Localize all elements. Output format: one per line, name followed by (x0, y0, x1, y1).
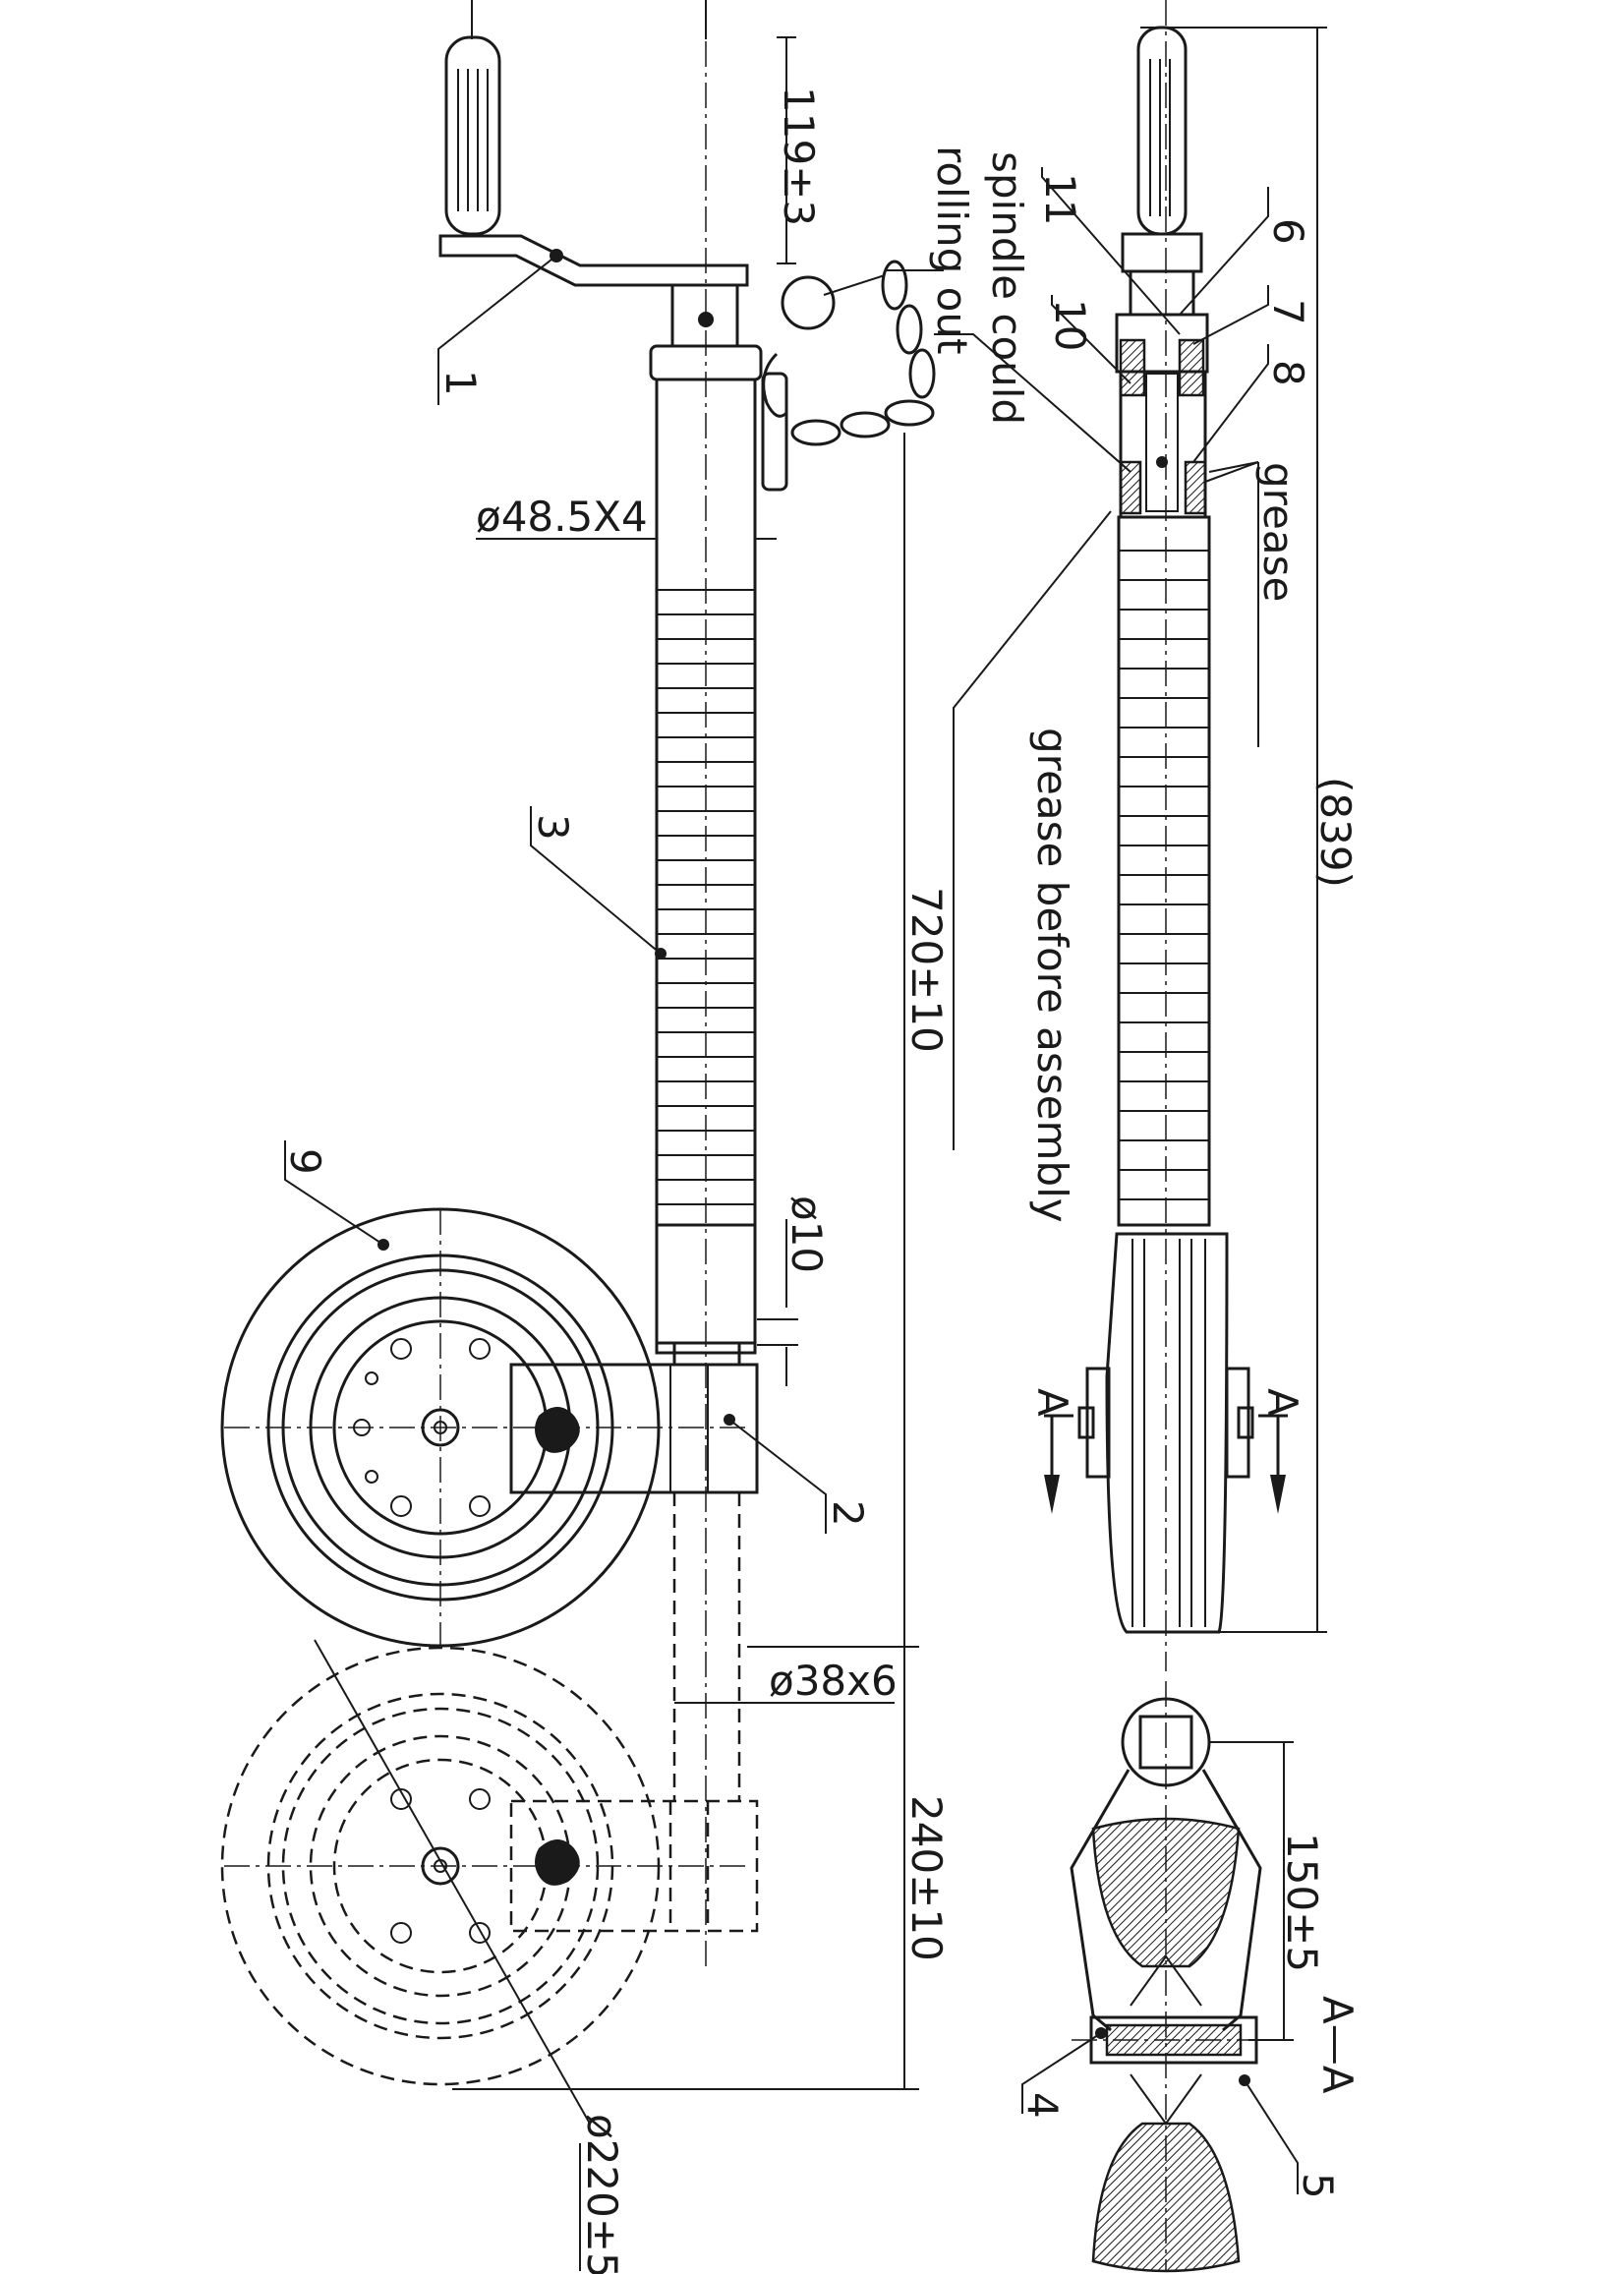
part-11: 11 (1036, 173, 1084, 225)
wheel-lowered (220, 1492, 759, 2086)
front-tube (1117, 515, 1211, 1227)
dim-wheel-diameter: ø220±5 (578, 2114, 626, 2274)
section-label: A—A (1313, 1996, 1362, 2094)
section-a-a (1021, 1681, 1299, 2273)
part-8: 8 (1264, 360, 1312, 386)
dim-inner-tube: ø38x6 (769, 1657, 898, 1705)
fork-clamp (509, 1363, 759, 1494)
dim-crank-offset: 119±3 (775, 87, 823, 226)
front-leaders (934, 167, 1269, 1150)
dim-pin-diameter: ø10 (783, 1195, 831, 1273)
chain-and-pin (761, 260, 936, 492)
dimension-lines (314, 0, 944, 2271)
front-ribs (1119, 550, 1209, 1200)
front-tyre (1105, 1232, 1229, 1634)
dim-tube-diameter: ø48.5X4 (476, 493, 648, 541)
part-9: 9 (281, 1148, 329, 1175)
crank-arm (438, 234, 749, 287)
section-arrows (1044, 1414, 1288, 1514)
part-5: 5 (1294, 2173, 1342, 2199)
front-grip (1136, 26, 1188, 236)
part-6: 6 (1264, 218, 1312, 245)
note-grease: grease (1254, 462, 1303, 602)
dim-axle-width: 150±5 (1278, 1833, 1326, 1972)
section-marker-left: A (1028, 1388, 1076, 1417)
part-3: 3 (529, 814, 577, 841)
section-marker-right: A (1258, 1388, 1306, 1417)
front-view (934, 0, 1327, 1671)
handle-grip (444, 35, 501, 236)
dim-stroke: 240±10 (902, 1795, 951, 1961)
note-spindle: spindle could (983, 151, 1031, 425)
note-rolling: rolling out (928, 146, 976, 354)
part-7: 7 (1264, 299, 1312, 325)
dim-extended-length: 720±10 (902, 887, 951, 1053)
wheel-raised (220, 1207, 747, 1648)
part-4: 4 (1018, 2092, 1067, 2119)
part-2: 2 (824, 1500, 872, 1527)
part-leaders (284, 255, 827, 1534)
side-view (220, 0, 944, 2271)
dim-overall-length: (839) (1311, 777, 1360, 888)
part-1: 1 (436, 370, 485, 396)
note-grease-before: grease before assembly (1028, 728, 1076, 1223)
part-10: 10 (1046, 299, 1094, 351)
